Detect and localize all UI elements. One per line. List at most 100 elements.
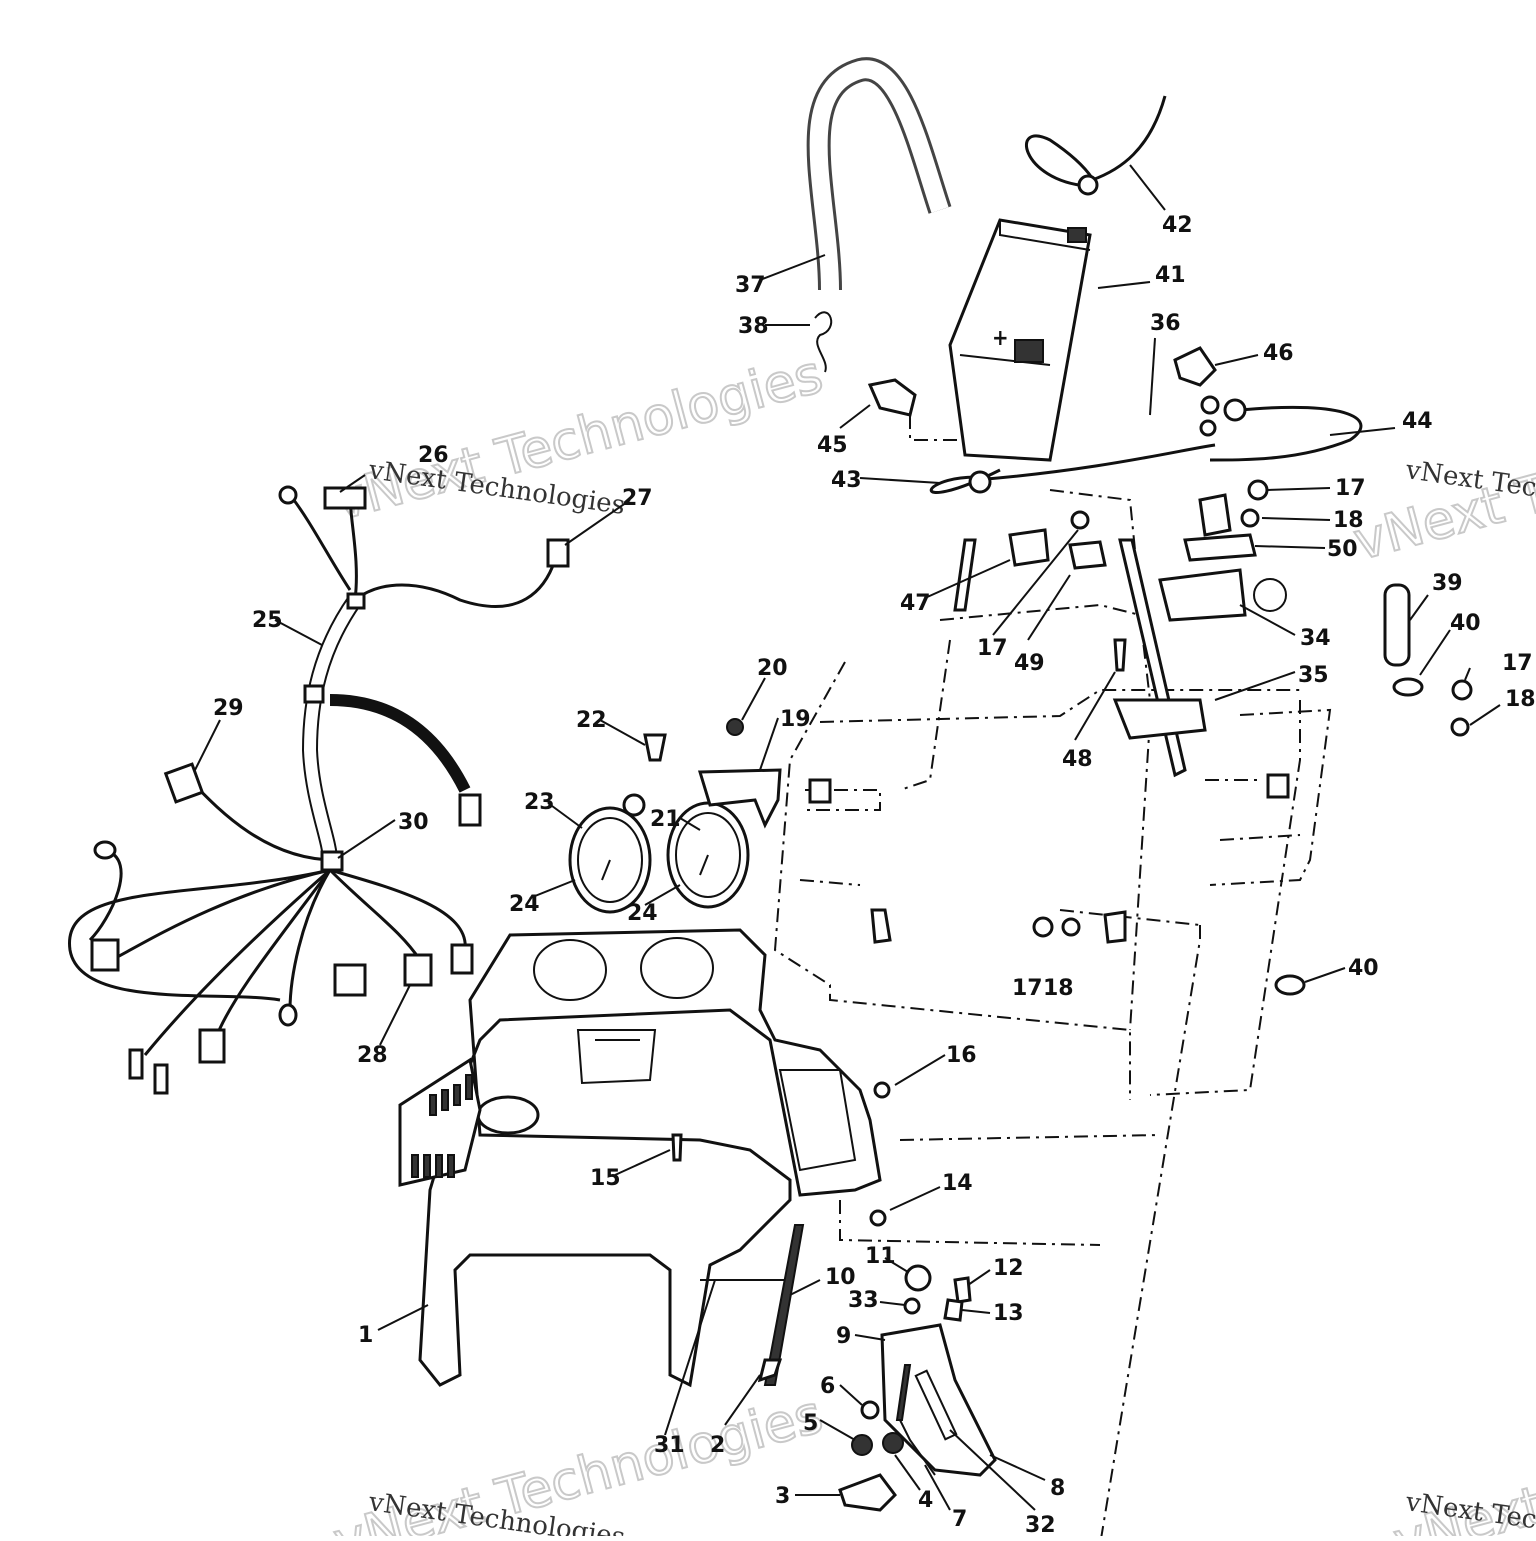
callout-labels: 1 2 3 4 5 6 7 8 9 10 11 12 13 14 15 16 1… xyxy=(213,213,1536,1538)
callout-40-bottom: 40 xyxy=(1348,956,1379,981)
bracket-8-assembly xyxy=(757,1264,997,1512)
callout-29: 29 xyxy=(213,696,244,721)
callout-40-top: 40 xyxy=(1450,611,1481,636)
callout-10: 10 xyxy=(825,1265,856,1290)
callout-37: 37 xyxy=(735,273,766,298)
leader-lines xyxy=(194,164,1501,1511)
callout-12: 12 xyxy=(993,1256,1024,1281)
washer-40-top xyxy=(1392,677,1424,697)
connector-harness-e xyxy=(128,1048,144,1080)
callout-44: 44 xyxy=(1402,409,1433,434)
bracket-49 xyxy=(1068,540,1107,570)
callout-2: 2 xyxy=(710,1433,725,1458)
screw-22 xyxy=(643,733,667,762)
callout-33: 33 xyxy=(848,1288,879,1313)
rod-7 xyxy=(899,1419,936,1476)
knob-11 xyxy=(904,1264,932,1292)
callout-18-far-right: 18 xyxy=(1505,687,1536,712)
callout-7: 7 xyxy=(952,1507,967,1532)
connector-26 xyxy=(323,486,367,510)
solenoid-mount-34 xyxy=(1158,568,1247,622)
clip-13 xyxy=(943,1298,964,1322)
callout-5: 5 xyxy=(803,1411,818,1436)
callout-24-left: 24 xyxy=(509,892,540,917)
bolt-48 xyxy=(1113,638,1127,672)
battery-41: + xyxy=(948,218,1092,462)
callout-43: 43 xyxy=(831,468,862,493)
callout-49: 49 xyxy=(1014,651,1045,676)
callout-32: 32 xyxy=(1025,1513,1056,1536)
callout-46: 46 xyxy=(1263,341,1294,366)
callout-31: 31 xyxy=(654,1433,685,1458)
callout-13: 13 xyxy=(993,1301,1024,1326)
screw-16 xyxy=(873,1081,891,1099)
callout-39: 39 xyxy=(1432,571,1463,596)
battery-cables xyxy=(929,95,1363,494)
callout-34: 34 xyxy=(1300,626,1331,651)
washer-40-bottom xyxy=(1274,974,1306,996)
terminal-boot-46 xyxy=(1173,346,1217,387)
callout-6: 6 xyxy=(820,1374,835,1399)
callout-11: 11 xyxy=(865,1244,896,1269)
callout-41: 41 xyxy=(1155,263,1186,288)
callout-4: 4 xyxy=(918,1488,933,1513)
callout-27: 27 xyxy=(622,486,653,511)
nut-20 xyxy=(726,718,744,736)
connector-29 xyxy=(163,762,205,804)
callout-45: 45 xyxy=(817,433,848,458)
callout-16: 16 xyxy=(946,1043,977,1068)
callout-48: 48 xyxy=(1062,747,1093,772)
callout-1: 1 xyxy=(358,1323,373,1348)
connector-28 xyxy=(403,953,433,987)
clip-12 xyxy=(953,1276,972,1304)
svg-text:+: + xyxy=(992,326,1009,351)
terminal-boot-45 xyxy=(867,378,917,417)
callout-18-upper-right: 18 xyxy=(1333,508,1364,533)
dash-panel-1 xyxy=(398,928,882,1388)
callout-47: 47 xyxy=(900,591,931,616)
callout-8: 8 xyxy=(1050,1476,1065,1501)
solenoid-assembly xyxy=(1008,395,1287,740)
callout-19: 19 xyxy=(780,707,811,732)
callout-17-upper-right: 17 xyxy=(1335,476,1366,501)
switch-harness xyxy=(333,963,367,997)
gauges xyxy=(568,718,782,914)
nut-33 xyxy=(903,1297,921,1315)
harness-clamp-30 xyxy=(320,850,344,872)
callout-36: 36 xyxy=(1150,311,1181,336)
callout-17-left: 17 xyxy=(977,636,1008,661)
connector-harness-f xyxy=(153,1063,169,1095)
screw-15 xyxy=(671,1133,683,1162)
callout-9: 9 xyxy=(836,1324,851,1349)
callout-20: 20 xyxy=(757,656,788,681)
plate-50 xyxy=(1183,533,1257,562)
callout-22: 22 xyxy=(576,708,607,733)
washer-6 xyxy=(860,1400,880,1420)
callout-28: 28 xyxy=(357,1043,388,1068)
solenoid-47 xyxy=(1008,528,1050,567)
connector-harness-a xyxy=(458,793,482,827)
screw-14 xyxy=(869,1209,887,1227)
bracket-35 xyxy=(1112,698,1207,740)
callout-25: 25 xyxy=(252,608,283,633)
callout-3: 3 xyxy=(775,1484,790,1509)
callout-50: 50 xyxy=(1327,537,1358,562)
switch-3 xyxy=(838,1473,897,1512)
callout-17-bottom: 17 xyxy=(1012,976,1043,1001)
connector-harness-b xyxy=(90,938,120,972)
callout-14: 14 xyxy=(942,1171,973,1196)
callout-21: 21 xyxy=(650,807,681,832)
callout-38: 38 xyxy=(738,314,769,339)
terminal-boots xyxy=(867,346,1217,417)
gauge-bracket-19 xyxy=(697,768,782,829)
callout-17-far-right: 17 xyxy=(1502,651,1533,676)
bolt-2 xyxy=(757,1358,783,1383)
connector-27 xyxy=(546,538,570,568)
ground-strap-37 xyxy=(806,57,952,373)
callout-24-right: 24 xyxy=(627,901,658,926)
nut-5 xyxy=(851,1434,873,1456)
washer-4 xyxy=(882,1432,904,1454)
callout-42: 42 xyxy=(1162,213,1193,238)
hold-down-rod-39 xyxy=(1383,583,1411,667)
